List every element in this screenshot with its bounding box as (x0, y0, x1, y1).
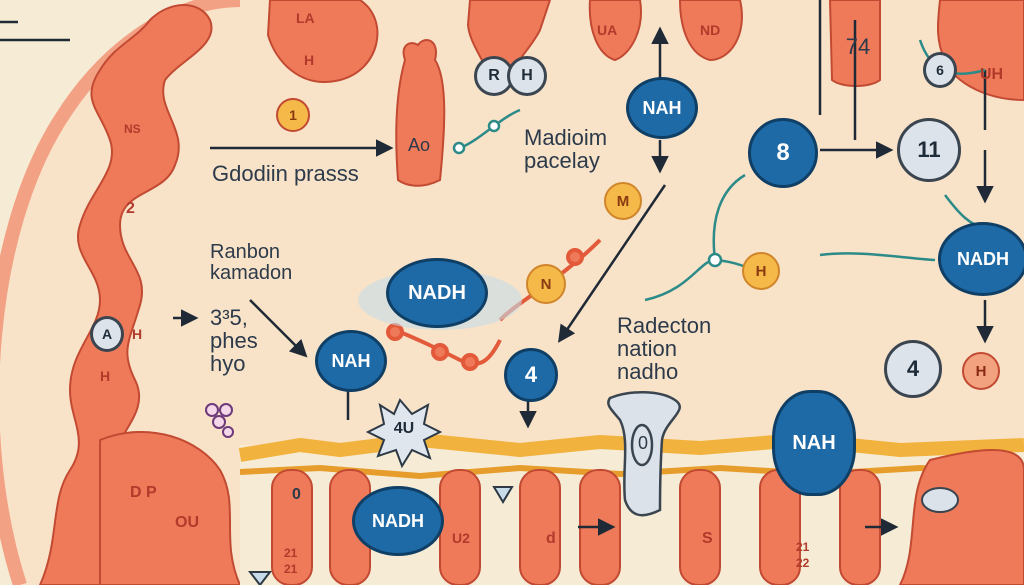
node-h-right: H (962, 352, 1000, 390)
node-four-center: 4 (504, 348, 558, 402)
tag-h-left: H (132, 326, 143, 342)
node-nadh-mid: NADH (386, 258, 488, 328)
node-n: N (526, 264, 566, 304)
tag-ns: NS (124, 122, 141, 136)
tag-21c: 21 (796, 540, 810, 554)
node-four-right: 4 (884, 340, 942, 398)
label-radecton: Radecton nation nadho (617, 313, 712, 385)
tag-u2: U2 (452, 530, 470, 546)
node-seventy-four: 74 (845, 34, 871, 59)
node-nah-lower: NAH (772, 390, 856, 496)
label-madioim: Madioim pacelay (524, 125, 608, 174)
tag-nd: ND (700, 22, 721, 38)
tag-dp: D P (130, 484, 157, 501)
node-eight: 8 (748, 118, 818, 188)
tag-two: 2 (126, 200, 135, 217)
tag-la: LA (296, 10, 315, 26)
gray-channel-pore (630, 423, 654, 467)
right-membrane-bubble (921, 487, 959, 513)
node-eleven: 11 (897, 118, 961, 182)
label-godoin: Gdodiin prasss (212, 161, 359, 186)
triangle-marker (492, 486, 514, 504)
node-one: 1 (276, 98, 310, 132)
tag-ou: OU (175, 514, 199, 531)
bottom-left-protein (99, 431, 242, 585)
tag-h-left2: H (100, 368, 111, 384)
node-zero: 0 (637, 432, 648, 453)
top-protein-3 (588, 0, 642, 62)
starburst (365, 398, 443, 469)
node-nadh-bottom: NADH (352, 486, 444, 556)
label-phes: 3³5, phes hyo (210, 305, 258, 377)
tag-22: 22 (796, 556, 810, 570)
triangle-marker-bottom (247, 571, 273, 585)
arrows (0, 0, 994, 536)
node-nah-left: NAH (315, 330, 387, 392)
node-h-orange: H (742, 252, 780, 290)
membrane-pillars (271, 449, 1024, 585)
node-nadh-right: NADH (938, 222, 1024, 296)
top-protein-1 (266, 0, 379, 83)
tag-d: d (546, 530, 556, 547)
tag-ua: UA (597, 22, 618, 38)
tag-s: S (702, 530, 713, 547)
node-a: A (90, 316, 124, 352)
tag-uh: UH (980, 66, 1004, 83)
label-ranbon: Ranbon kamadon (210, 241, 293, 284)
gray-channel (607, 390, 681, 517)
node-ao: Ao (407, 134, 431, 155)
node-four-u: 4U (393, 420, 415, 437)
tag-h-top: H (304, 52, 315, 68)
tag-21b: 21 (284, 562, 298, 576)
node-six: 6 (923, 52, 957, 88)
node-h: H (507, 56, 547, 96)
node-m: M (604, 182, 642, 220)
top-protein-4 (678, 0, 743, 62)
tag-21a: 21 (284, 546, 298, 560)
small-flower (205, 403, 234, 438)
node-nah-top: NAH (626, 77, 698, 139)
tag-zero-membrane: 0 (292, 486, 301, 503)
ao-protein (395, 39, 446, 187)
